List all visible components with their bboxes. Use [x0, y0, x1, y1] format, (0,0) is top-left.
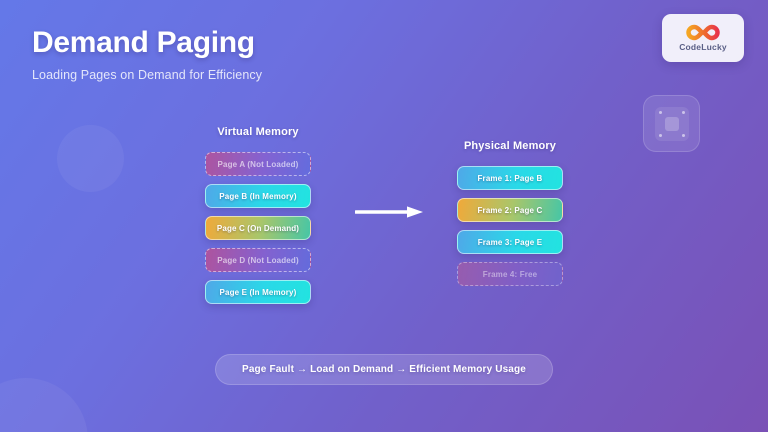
virtual-block-page-d[interactable]: Page D (Not Loaded): [205, 248, 311, 272]
physical-block-frame-2[interactable]: Frame 2: Page C: [457, 198, 563, 222]
chip-core: [664, 116, 679, 131]
virtual-memory-title: Virtual Memory: [217, 126, 299, 138]
physical-block-frame-1[interactable]: Frame 1: Page B: [457, 166, 563, 190]
chip-dot-bottom-left: [658, 133, 662, 137]
right-arrow-icon: [355, 206, 423, 218]
logo-wordmark: CodeLucky: [679, 42, 727, 52]
physical-block-frame-3[interactable]: Frame 3: Page E: [457, 230, 563, 254]
chip-dot-bottom-right: [681, 133, 685, 137]
chip-dot-top-right: [681, 110, 685, 114]
page-title: Demand Paging: [32, 26, 255, 59]
chip-dot-top-left: [658, 110, 662, 114]
memory-chip-icon: [643, 95, 700, 152]
page-subtitle: Loading Pages on Demand for Efficiency: [32, 68, 263, 82]
virtual-block-page-a[interactable]: Page A (Not Loaded): [205, 152, 311, 176]
virtual-block-page-e[interactable]: Page E (In Memory): [205, 280, 311, 304]
background-circle-bottom: [0, 378, 88, 432]
virtual-memory-column: Virtual Memory Page A (Not Loaded) Page …: [205, 126, 311, 304]
background-circle-top: [57, 125, 124, 192]
virtual-block-page-b[interactable]: Page B (In Memory): [205, 184, 311, 208]
physical-memory-column: Physical Memory Frame 1: Page B Frame 2:…: [457, 140, 563, 286]
physical-memory-title: Physical Memory: [463, 140, 557, 152]
virtual-block-page-c[interactable]: Page C (On Demand): [205, 216, 311, 240]
infinity-icon: [686, 24, 720, 41]
codelucky-logo-badge: CodeLucky: [662, 14, 744, 62]
header: Demand Paging Loading Pages on Demand fo…: [32, 26, 262, 82]
chip-inner-frame: [654, 106, 689, 141]
summary-caption-pill: Page Fault → Load on Demand → Efficient …: [215, 354, 553, 385]
physical-block-frame-4[interactable]: Frame 4: Free: [457, 262, 563, 286]
